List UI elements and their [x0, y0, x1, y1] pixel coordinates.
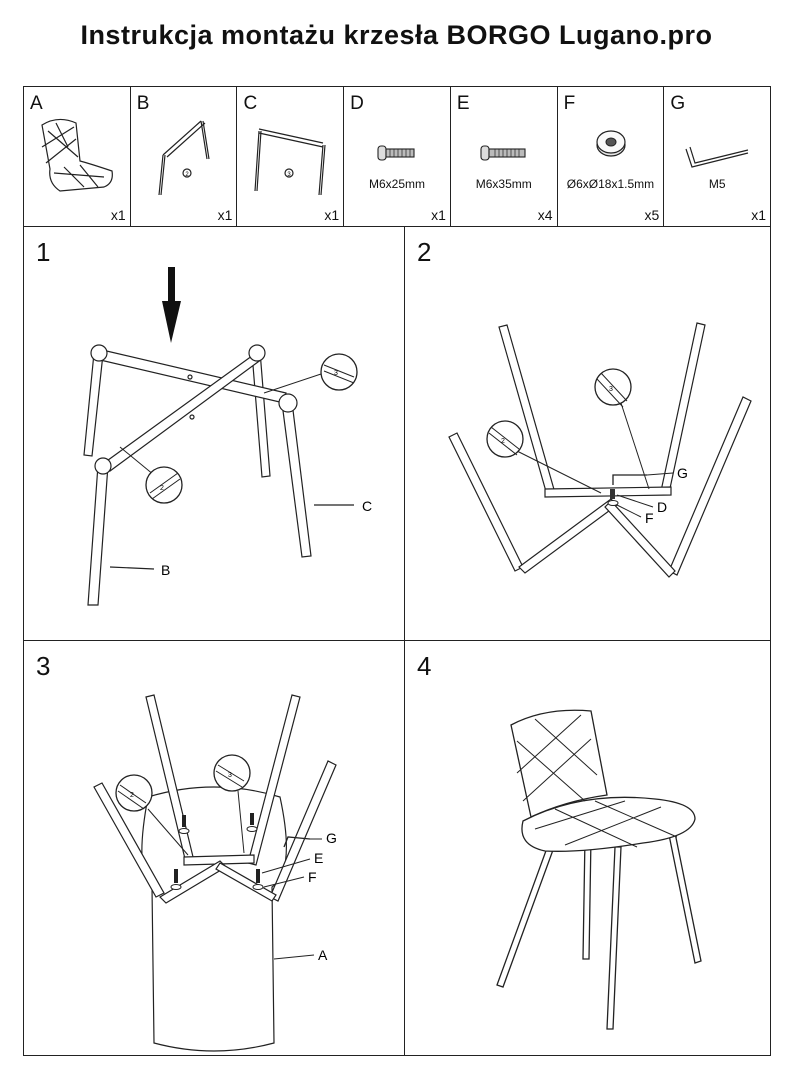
step-number: 1 — [36, 237, 51, 267]
frame-mark: 3 — [288, 172, 292, 178]
frame-mark: 2 — [130, 792, 134, 799]
part-f: F Ø6xØ18x1.5mm x5 — [558, 87, 665, 226]
frame-mark: 2 — [185, 172, 189, 178]
instruction-sheet: A x1 B 2 x1 — [23, 86, 771, 1056]
part-b: B 2 x1 — [131, 87, 238, 226]
page-title: Instrukcja montażu krzesła BORGO Lugano.… — [80, 20, 713, 50]
leg-frame-3-icon: 3 — [254, 128, 327, 196]
part-g: G M5 x1 — [664, 87, 770, 226]
step-1-panel: 1 — [24, 227, 405, 641]
part-quantity: x4 — [537, 207, 553, 223]
part-e: E M6x35mm x4 — [451, 87, 558, 226]
step-number: 2 — [417, 237, 432, 267]
part-letter: F — [563, 93, 576, 114]
callout-label: F — [645, 510, 654, 526]
part-quantity: x1 — [217, 207, 233, 223]
part-letter: D — [350, 93, 364, 114]
part-quantity: x1 — [751, 207, 767, 223]
part-d: D M6x25mm x1 — [344, 87, 451, 226]
magnifier-3: 3 — [213, 754, 251, 854]
part-letter: C — [243, 93, 258, 114]
part-quantity: x1 — [431, 207, 446, 223]
allen-key-icon — [283, 836, 311, 848]
allen-key-icon — [612, 474, 647, 485]
step-2-panel: 2 3 2 — [405, 227, 770, 641]
magnifier-2: 2 — [119, 446, 183, 504]
part-quantity: x5 — [644, 207, 660, 223]
step-3-illustration: 3 2 G — [93, 694, 337, 1052]
part-quantity: x1 — [324, 207, 340, 223]
magnifier-2: 2 — [115, 774, 189, 856]
washer-icon — [607, 500, 619, 506]
callout-label: B — [161, 562, 170, 578]
seat-icon — [41, 118, 113, 192]
callout-label: E — [314, 850, 323, 866]
step-number: 3 — [36, 651, 51, 681]
part-spec: M6x35mm — [475, 177, 532, 191]
part-quantity: x1 — [110, 207, 126, 223]
step-4-panel: 4 — [405, 641, 770, 1055]
part-c: C 3 x1 — [237, 87, 345, 226]
part-a: A x1 — [24, 87, 131, 226]
step-2-illustration: 3 2 G D F — [448, 322, 752, 578]
step-number: 4 — [417, 651, 432, 681]
callout-label: C — [362, 498, 372, 514]
allen-key-icon — [685, 146, 749, 168]
callout-label: F — [308, 869, 317, 885]
frame-mark: 2 — [501, 438, 505, 445]
step-3-panel: 3 3 — [24, 641, 405, 1055]
step-1-illustration: 3 2 C B — [83, 267, 372, 606]
part-spec: M6x25mm — [369, 177, 426, 191]
bolt-icon — [377, 145, 415, 161]
frame-mark: 3 — [609, 386, 613, 393]
callout-label: G — [326, 830, 337, 846]
frame-mark: 3 — [228, 772, 232, 779]
part-letter: G — [670, 93, 686, 114]
leg-frame-2-icon: 2 — [158, 120, 210, 196]
part-letter: A — [30, 93, 43, 114]
down-arrow-icon — [162, 267, 181, 343]
callout-label: A — [318, 947, 328, 963]
washer-icon — [595, 130, 626, 157]
frame-mark: 3 — [334, 370, 338, 377]
part-spec: Ø6xØ18x1.5mm — [566, 177, 655, 191]
callout-label: D — [657, 499, 667, 515]
part-spec: M5 — [708, 177, 726, 191]
bolt-icon — [610, 489, 615, 499]
bolt-icon — [480, 145, 526, 161]
magnifier-2: 2 — [486, 420, 602, 494]
assembled-chair-illustration — [496, 709, 702, 1030]
washer-icon — [170, 826, 264, 890]
callout-label: G — [677, 465, 688, 481]
bolt-icon — [174, 813, 260, 883]
part-letter: B — [136, 93, 150, 114]
magnifier-3: 3 — [594, 368, 650, 490]
frame-mark: 2 — [160, 485, 164, 492]
part-letter: E — [456, 93, 470, 114]
magnifier-3: 3 — [263, 353, 358, 394]
parts-list: A x1 B 2 x1 — [24, 87, 770, 227]
